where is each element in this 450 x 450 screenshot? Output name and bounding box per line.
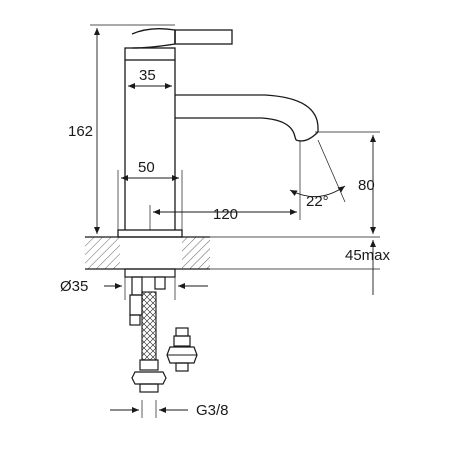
dimension-spout-reach: 120 [213, 206, 238, 223]
faucet-body [117, 28, 319, 238]
countertop [85, 236, 210, 270]
dimension-thread-size: G3/8 [196, 402, 229, 419]
dimension-tail-diameter: Ø35 [60, 278, 88, 295]
extension-lines [90, 24, 380, 418]
dimension-lines [94, 28, 376, 413]
dimension-base-width: 50 [138, 159, 155, 176]
dimension-spout-height: 80 [358, 177, 375, 194]
dimension-height-total: 162 [68, 123, 93, 140]
dimension-spout-angle: 22° [306, 193, 329, 210]
dimension-counter-thickness: 45max [345, 247, 391, 264]
dimension-body-diameter: 35 [139, 67, 156, 84]
mounting-assembly [124, 268, 198, 393]
